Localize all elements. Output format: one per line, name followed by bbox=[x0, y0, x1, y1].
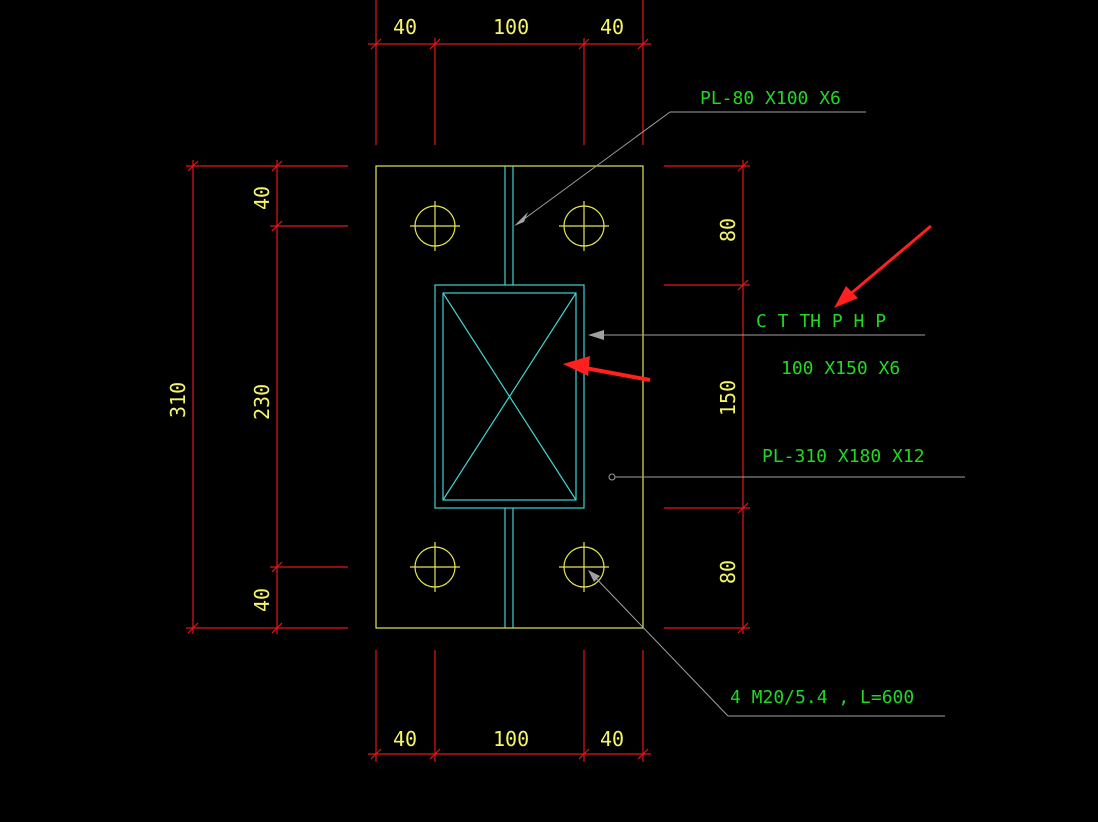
leader-anchor-bolts bbox=[588, 570, 945, 717]
tube-size-label: 100 X150 X6 bbox=[781, 358, 900, 379]
top-dim-text-middle: 100 bbox=[493, 15, 529, 39]
bolt-hole-bottom-right bbox=[559, 542, 609, 592]
anchor-bolts-label: 4 M20/5.4 , L=600 bbox=[730, 687, 914, 708]
bottom-dim-text-right: 40 bbox=[600, 727, 624, 751]
right-dim-text-middle: 150 bbox=[716, 380, 740, 416]
bottom-dim-text-middle: 100 bbox=[493, 727, 529, 751]
left-overall-dim-text: 310 bbox=[166, 382, 190, 418]
rectangular-tube bbox=[434, 284, 585, 509]
left-dim-text-bottom: 40 bbox=[250, 588, 274, 612]
top-dim-text-right: 40 bbox=[600, 15, 624, 39]
base-plate-label: PL-310 X180 X12 bbox=[762, 446, 925, 467]
right-dim-text-top: 80 bbox=[716, 218, 740, 242]
bolt-hole-top-right bbox=[559, 201, 609, 251]
highlight-arrow-2 bbox=[563, 356, 651, 382]
left-dimension: 310 40 230 40 bbox=[166, 160, 348, 634]
tube-type-label: C T TH P H P bbox=[756, 311, 886, 332]
highlight-arrow-1 bbox=[834, 224, 932, 308]
bolt-hole-top-left bbox=[410, 201, 460, 251]
right-dimension: 80 150 80 bbox=[664, 160, 750, 634]
stiffener-plate-label: PL-80 X100 X6 bbox=[700, 88, 841, 109]
left-dim-text-top: 40 bbox=[250, 186, 274, 210]
left-dim-text-middle: 230 bbox=[250, 384, 274, 420]
bolt-hole-bottom-left bbox=[410, 542, 460, 592]
top-dim-text-left: 40 bbox=[393, 15, 417, 39]
leader-base-plate bbox=[608, 473, 965, 481]
base-plate bbox=[375, 165, 644, 629]
right-dim-text-bottom: 80 bbox=[716, 560, 740, 584]
stiffener-plates bbox=[504, 166, 514, 628]
leader-stiffener bbox=[514, 111, 866, 226]
leader-tube bbox=[588, 330, 925, 340]
bottom-dim-text-left: 40 bbox=[393, 727, 417, 751]
bottom-dimension: 40 100 40 bbox=[368, 650, 651, 762]
top-dimension: 40 100 40 bbox=[368, 0, 651, 145]
